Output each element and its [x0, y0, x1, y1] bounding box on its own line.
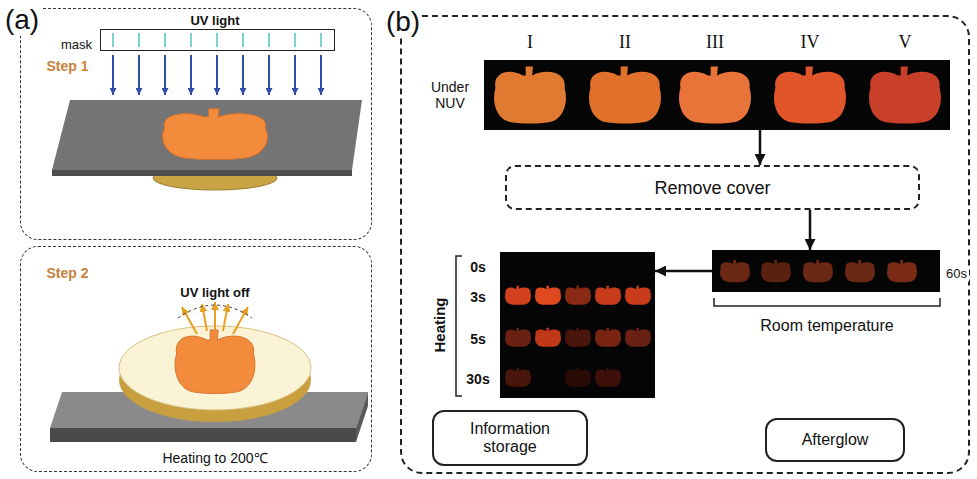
- sample-number: V: [897, 32, 914, 53]
- sample-number: III: [704, 32, 726, 53]
- apple-sample: [589, 66, 661, 123]
- light-label: UV light off: [178, 286, 251, 301]
- caption-text: Afterglow: [800, 431, 871, 449]
- illustration-part: [112, 33, 114, 47]
- illustration-part: [535, 328, 561, 347]
- time-label: 5s: [468, 331, 488, 347]
- illustration-part: [164, 33, 166, 47]
- illustration-part: [565, 286, 591, 305]
- row-label: Under NUV: [417, 79, 483, 111]
- panel-label: (b): [384, 6, 422, 38]
- cover-sheet-edge: [52, 170, 352, 176]
- apple-sample: [774, 66, 846, 123]
- illustration-part: [595, 328, 621, 347]
- illustration-part: [294, 55, 296, 95]
- condition-label: Room temperature: [758, 317, 895, 335]
- illustration-part: [625, 328, 651, 347]
- pumpkin-pattern: [163, 109, 268, 160]
- illustration-part: [268, 33, 270, 47]
- condition-label: Heating to 200℃: [160, 450, 269, 466]
- apple-sample: [887, 260, 917, 282]
- caption-box: Information storage: [432, 410, 588, 466]
- illustration-part: [535, 286, 561, 305]
- step-heading: Step 1: [45, 57, 91, 73]
- process-text: Remove cover: [652, 177, 772, 198]
- illustration-part: [216, 55, 218, 95]
- sample-number: IV: [799, 32, 822, 53]
- pumpkin-pattern: [175, 330, 255, 394]
- illustration-part: [294, 33, 296, 47]
- illustration-part: [268, 55, 270, 95]
- illustration-part: [138, 33, 140, 47]
- caption-box: Afterglow: [765, 418, 905, 462]
- apple-sample: [720, 260, 750, 282]
- sample-disc: [119, 326, 311, 410]
- illustration-part: [202, 304, 207, 331]
- mask-box: mask: [100, 29, 335, 51]
- emission-arc: [178, 305, 252, 318]
- apple-sample: [761, 260, 791, 282]
- process-box: Remove cover: [505, 165, 920, 210]
- illustration-part: [595, 368, 621, 387]
- illustration-part: [190, 33, 192, 47]
- illustration-part: [595, 286, 621, 305]
- panel-label: (a): [3, 4, 41, 36]
- bracket: [456, 256, 462, 396]
- sample-number: I: [525, 32, 535, 53]
- illustration-part: [625, 286, 651, 305]
- illustration-part: [216, 33, 218, 47]
- caption-text: Information storage: [446, 420, 574, 457]
- part-label: mask: [59, 38, 94, 53]
- illustration-part: [138, 55, 140, 95]
- flow-arrow: [759, 130, 762, 165]
- step-panel: Step 2: [20, 246, 372, 472]
- illustration-part: [112, 55, 114, 95]
- mask-slits: [113, 33, 321, 47]
- apple-sample: [845, 260, 875, 282]
- illustration-part: [565, 368, 591, 387]
- illustration-part: [214, 302, 216, 330]
- illustration-part: [242, 55, 244, 95]
- flow-arrow: [809, 210, 812, 250]
- photo-afterglow: [712, 250, 940, 292]
- step-panel: maskStep 1: [20, 8, 372, 240]
- photo-strip: 60s: [712, 250, 940, 292]
- photo-heating: [500, 252, 655, 398]
- apple-sample: [494, 66, 566, 123]
- axis-label: Heating: [431, 295, 448, 354]
- light-label: UV light: [188, 14, 241, 29]
- illustration-part: [565, 328, 591, 347]
- illustration-part: [320, 33, 322, 47]
- illustration-part: [223, 304, 228, 331]
- illustration-part: [164, 55, 166, 95]
- illustration-part: [505, 286, 531, 305]
- time-label: 60s: [944, 267, 969, 282]
- panel-box: Under NUVRemove cover60sHeatingInformati…: [400, 15, 970, 474]
- illustration-part: [320, 55, 322, 95]
- time-label: 0s: [468, 259, 488, 275]
- sample-number: II: [617, 32, 633, 53]
- illustration-part: [505, 368, 531, 387]
- time-label: 3s: [468, 289, 488, 305]
- flow-arrow: [655, 270, 712, 273]
- illustration-part: [505, 328, 531, 347]
- apple-sample: [679, 66, 751, 123]
- hot-plate-side: [356, 392, 368, 442]
- photo-grid: Heating: [500, 252, 655, 398]
- hot-plate-front: [50, 428, 356, 442]
- photo-strip: Under NUV: [484, 60, 950, 130]
- uv-arrows: [113, 55, 321, 95]
- step-heading: Step 2: [45, 264, 91, 280]
- apple-grid: [505, 286, 651, 387]
- apple-sample: [869, 66, 941, 123]
- illustration-part: [190, 55, 192, 95]
- bracket: [714, 298, 940, 306]
- apple-sample: [803, 260, 833, 282]
- photo-under-nuv: [484, 60, 950, 130]
- emission-arrows: [182, 302, 248, 334]
- time-label: 30s: [464, 371, 491, 387]
- cover-sheet: [52, 100, 362, 170]
- illustration-part: [242, 33, 244, 47]
